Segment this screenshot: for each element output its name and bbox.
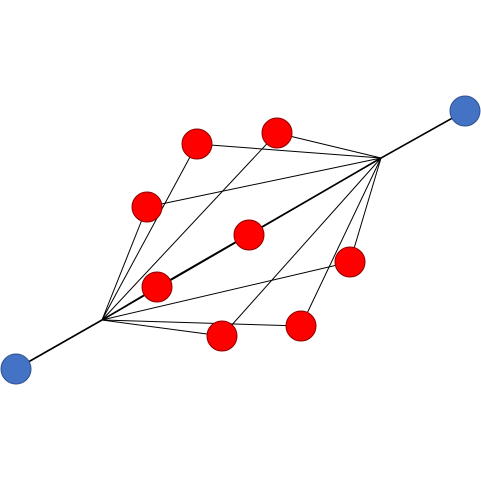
edge-node-2-to-upper-hub (276, 132, 382, 159)
edge-backbone-upper (380, 110, 466, 159)
red-node-node-2 (261, 117, 293, 149)
edge-node-5-to-lower-hub (101, 261, 351, 321)
red-node-node-3 (131, 191, 163, 223)
edge-node-1-to-lower-hub (101, 143, 198, 321)
red-node-node-1 (181, 128, 213, 160)
edge-node-8-to-lower-hub (101, 319, 302, 327)
edge-node-8-to-upper-hub (300, 157, 382, 327)
edge-node-1-to-upper-hub (196, 143, 382, 159)
edge-node-6-to-upper-hub (156, 157, 382, 288)
red-node-node-6 (141, 271, 173, 303)
edge-backbone-lower (15, 319, 103, 370)
edge-node-3-to-lower-hub (101, 206, 148, 321)
edge-node-7-to-lower-hub (101, 319, 223, 337)
red-node-node-7 (206, 320, 238, 352)
red-node-node-8 (285, 310, 317, 342)
edge-node-5-to-upper-hub (349, 157, 382, 263)
blue-endpoint-bottom-left (0, 353, 32, 385)
edge-node-2-to-lower-hub (101, 132, 278, 321)
node-layer (0, 95, 481, 385)
blue-endpoint-top-right (449, 95, 481, 127)
red-node-node-5 (334, 246, 366, 278)
edge-node-7-to-upper-hub (221, 157, 382, 337)
red-node-node-4 (233, 219, 265, 251)
edge-node-3-to-upper-hub (146, 157, 382, 208)
